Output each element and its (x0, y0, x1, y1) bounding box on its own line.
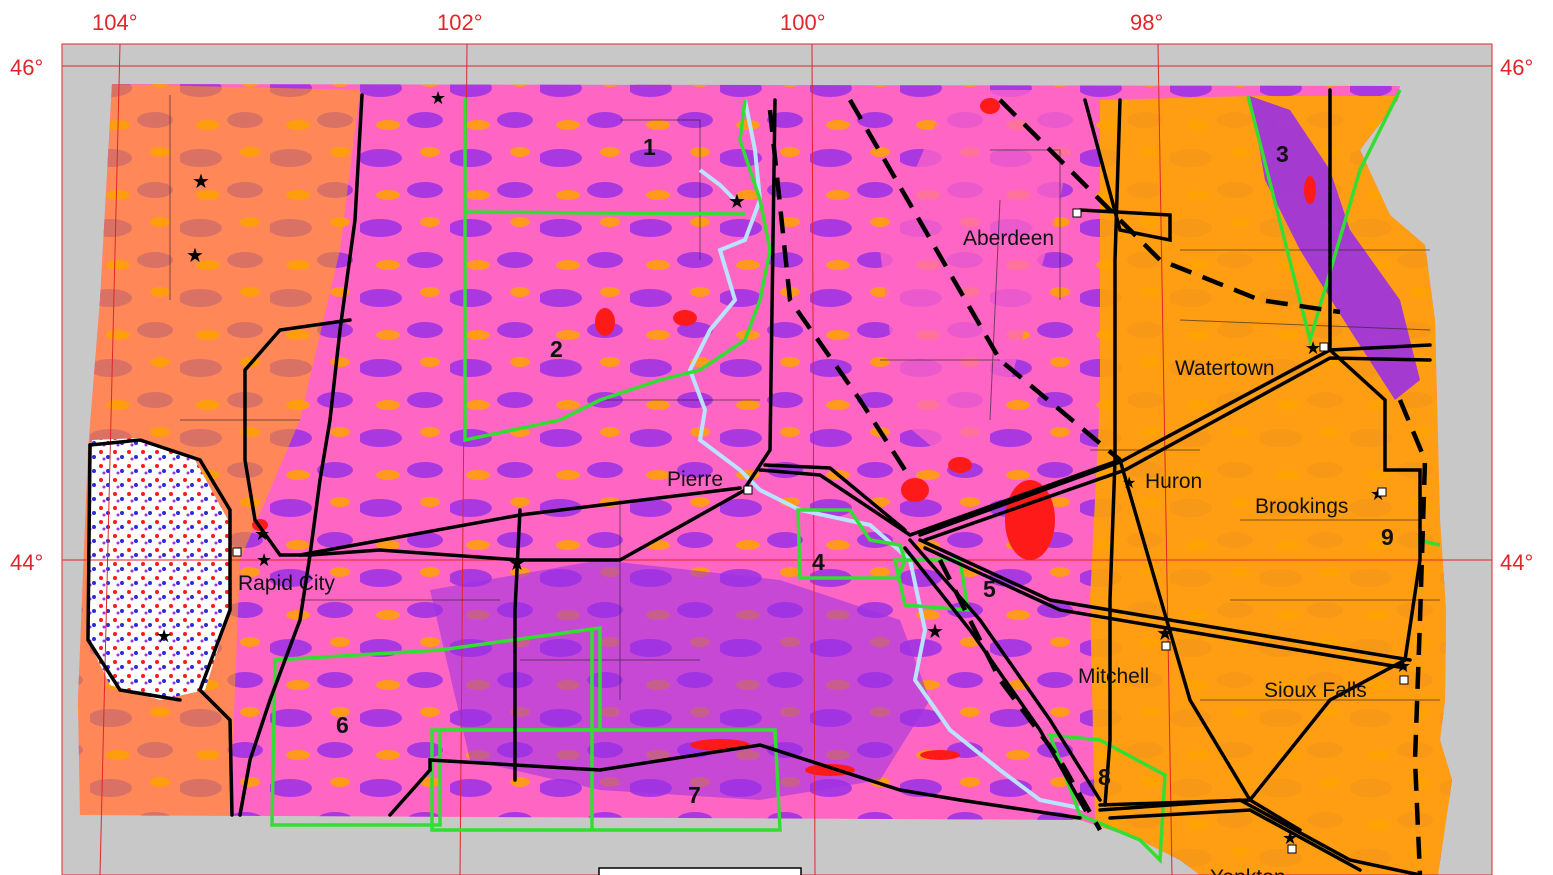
star-icon: ★ (256, 550, 272, 570)
city-label-mitchell: Mitchell (1078, 665, 1149, 688)
city-label-watertown: Watertown (1175, 357, 1275, 380)
region-label-5: 5 (983, 576, 996, 602)
star-icon: ★ (1282, 828, 1298, 848)
city-squares (232, 208, 1409, 854)
region-label-3: 3 (1276, 141, 1289, 167)
region-boundaries (270, 89, 1441, 864)
city-square-icon (1287, 844, 1297, 854)
star-icon: ★ (192, 171, 210, 193)
star-icon: ★ (186, 245, 204, 267)
region-labels: 1 2 3 4 5 6 7 8 9 (336, 134, 1394, 808)
star-icon: ★ (1122, 475, 1136, 492)
road-network (86, 88, 1432, 875)
star-icon: ★ (430, 88, 446, 108)
region-label-6: 6 (336, 712, 349, 738)
city-square-icon (1399, 675, 1409, 685)
lat-label-46-right: 46° (1500, 55, 1533, 80)
star-markers: ★ ★ ★ ★ ★ ★ ★ ★ ★ ★ ★ ★ ★ ★ ★ (156, 88, 1411, 848)
lon-label-98: 98° (1130, 10, 1163, 35)
star-icon: ★ (1156, 623, 1174, 645)
lon-label-102: 102° (437, 10, 483, 35)
city-label-yankton: Yankton (1210, 866, 1286, 875)
city-square-icon (1161, 641, 1171, 651)
region-label-4: 4 (812, 549, 825, 575)
star-icon: ★ (1305, 338, 1321, 358)
missouri-river (687, 99, 1091, 812)
star-icon: ★ (728, 191, 746, 213)
city-square-icon (1319, 342, 1329, 352)
star-icon: ★ (508, 553, 526, 575)
city-square-icon (1072, 208, 1082, 218)
city-label-brookings: Brookings (1255, 495, 1348, 518)
region-label-2: 2 (550, 336, 563, 362)
star-icon: ★ (156, 626, 172, 646)
city-label-pierre: Pierre (667, 468, 723, 491)
region-label-7: 7 (688, 782, 701, 808)
city-label-sioux-falls: Sioux Falls (1264, 679, 1367, 702)
lon-label-100: 100° (780, 10, 826, 35)
lat-label-44-right: 44° (1500, 550, 1533, 575)
city-label-rapid-city: Rapid City (238, 572, 335, 595)
lon-label-104: 104° (92, 10, 138, 35)
star-icon: ★ (926, 621, 944, 643)
city-labels: Aberdeen Watertown Pierre Huron Brooking… (238, 227, 1367, 875)
lat-label-46-left: 46° (10, 55, 43, 80)
state-body (78, 84, 1452, 875)
city-square-icon (743, 485, 753, 495)
region-label-1: 1 (643, 134, 656, 160)
region-label-9: 9 (1381, 524, 1394, 550)
legend-box (598, 867, 802, 875)
region-label-8: 8 (1098, 764, 1111, 790)
city-label-huron: Huron (1145, 470, 1202, 493)
dashed-routes (767, 98, 1428, 875)
city-label-aberdeen: Aberdeen (963, 227, 1054, 250)
right-edge-panel (1543, 832, 1553, 875)
star-icon: ★ (254, 524, 270, 544)
lat-label-44-left: 44° (10, 550, 43, 575)
graticule-labels: 104° 102° 100° 98° 46° 46° 44° 44° (10, 10, 1533, 575)
star-icon: ★ (1395, 656, 1411, 676)
city-square-icon (1377, 487, 1387, 497)
city-square-icon (232, 547, 242, 557)
